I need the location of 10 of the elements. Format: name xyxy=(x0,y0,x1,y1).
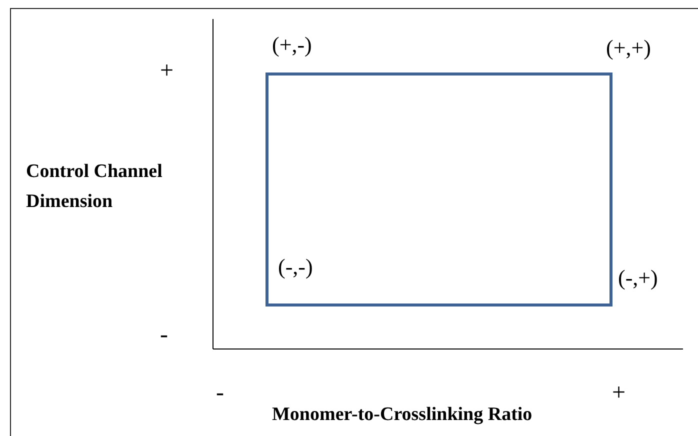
axis-tick-label: + xyxy=(612,380,626,406)
axis-title: Control Channel Dimension xyxy=(26,160,164,214)
corner-label: (-,-) xyxy=(278,255,313,280)
axis-title: Monomer-to-Crosslinking Ratio xyxy=(272,405,532,426)
axis-tick-label: + xyxy=(160,58,174,84)
corner-label: (-,+) xyxy=(618,266,658,290)
axis-tick-label: - xyxy=(160,322,168,348)
axis-tick-label: - xyxy=(216,380,224,406)
corner-label: (+,+) xyxy=(606,36,651,60)
corner-label: (+,-) xyxy=(272,33,312,58)
